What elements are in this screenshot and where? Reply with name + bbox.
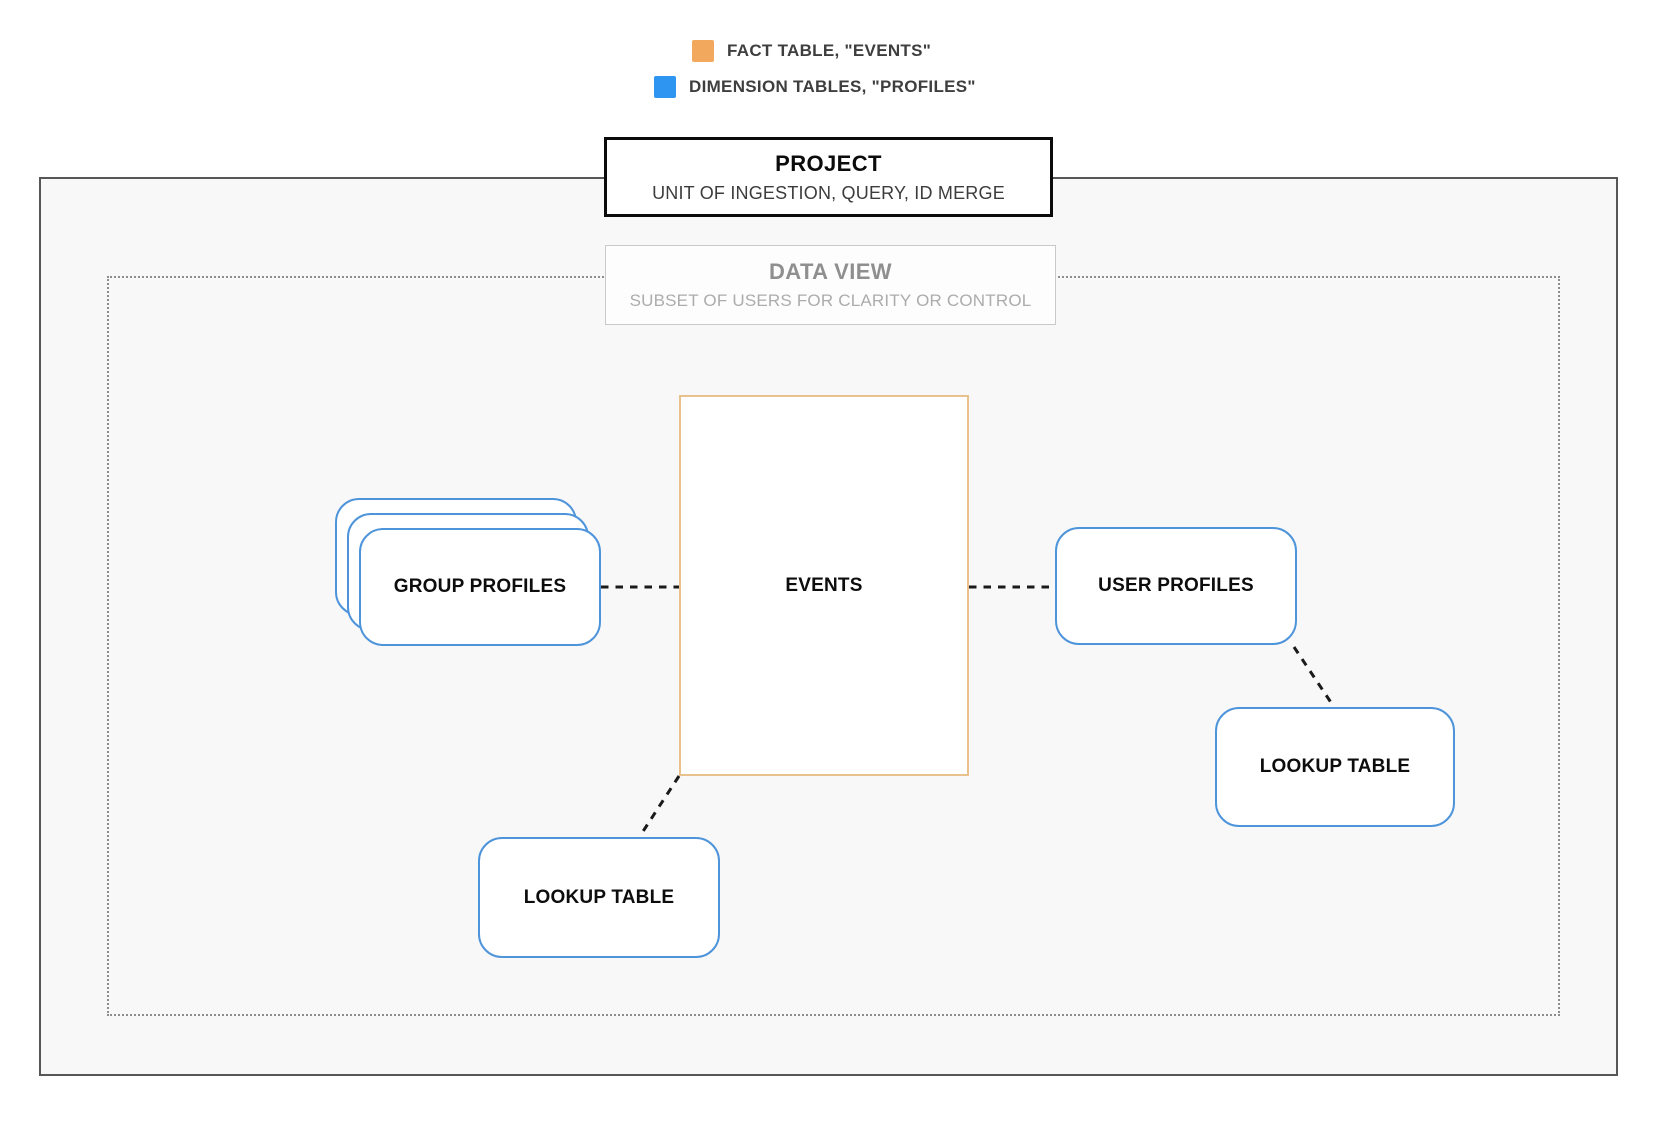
data-view-header-box: DATA VIEW SUBSET OF USERS FOR CLARITY OR… — [605, 245, 1056, 325]
project-subtitle: UNIT OF INGESTION, QUERY, ID MERGE — [652, 182, 1005, 203]
project-title: PROJECT — [775, 150, 882, 176]
user-profiles-label: USER PROFILES — [1098, 575, 1254, 596]
project-header-box: PROJECT UNIT OF INGESTION, QUERY, ID MER… — [604, 137, 1053, 217]
lookup-table-right-node: LOOKUP TABLE — [1215, 707, 1455, 827]
legend-item-fact-table: FACT TABLE, "EVENTS" — [692, 40, 931, 62]
legend-item-dimension-tables: DIMENSION TABLES, "PROFILES" — [654, 76, 976, 98]
legend-label-dimension-tables: DIMENSION TABLES, "PROFILES" — [689, 77, 976, 96]
dimension-tables-color-swatch-icon — [654, 76, 676, 98]
lookup-table-bottom-label: LOOKUP TABLE — [523, 886, 675, 908]
legend-label-fact-table: FACT TABLE, "EVENTS" — [727, 41, 932, 60]
user-profiles-node: USER PROFILES — [1055, 527, 1297, 645]
group-profiles-node: GROUP PROFILES — [359, 528, 601, 646]
events-node: EVENTS — [679, 395, 969, 776]
group-profiles-label: GROUP PROFILES — [393, 576, 567, 597]
lookup-table-bottom-node: LOOKUP TABLE — [478, 837, 720, 958]
data-view-subtitle: SUBSET OF USERS FOR CLARITY OR CONTROL — [629, 291, 1032, 310]
data-view-title: DATA VIEW — [769, 259, 892, 284]
events-label: EVENTS — [785, 574, 863, 596]
fact-table-color-swatch-icon — [692, 40, 714, 62]
lookup-table-right-label: LOOKUP TABLE — [1259, 756, 1411, 777]
